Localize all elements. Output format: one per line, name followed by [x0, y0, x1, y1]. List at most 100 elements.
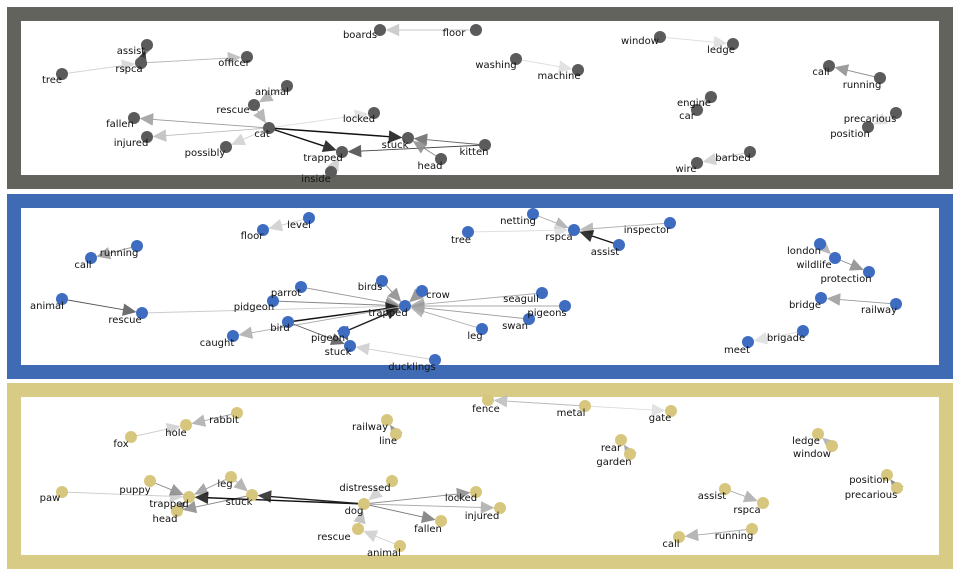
cat-arrowhead-washing-machine: [557, 60, 573, 73]
dog-arrowhead-dog-locked: [456, 487, 471, 501]
dog-label-leg: leg: [217, 479, 232, 490]
dog-node-call: [673, 531, 685, 543]
dog-node-line: [390, 428, 402, 440]
bird-arrowhead-wildlife-protection: [848, 258, 865, 271]
bird-label-rspca: rspca: [545, 232, 572, 243]
bird-node-call: [85, 252, 97, 264]
bird-node-meet: [742, 336, 754, 348]
bird-label-pigeon: pigeon: [311, 333, 345, 344]
cat-arrowhead-head-stuck: [412, 140, 428, 154]
cat-arrowhead-rescue-cat: [253, 108, 267, 124]
bird-node-bridge: [815, 292, 827, 304]
bird-arrowhead-assist-rspca: [579, 230, 595, 243]
cat-label-machine: machine: [538, 71, 581, 82]
bird-edge-railway-bridge: [839, 299, 897, 305]
dog-label-fox: fox: [113, 439, 128, 450]
dog-edge-dog-fallen: [363, 503, 423, 518]
dog-label-ledge: ledge: [792, 436, 820, 447]
dog-node-stuck: [246, 489, 258, 501]
dog-node-assist: [719, 483, 731, 495]
cat-label-head: head: [418, 161, 443, 172]
cat-panel-canvas: [21, 21, 939, 175]
cat-label-animal: animal: [255, 87, 289, 98]
dog-arrowhead-fox-hole: [165, 422, 181, 436]
bird-label-pigeons: pigeons: [527, 308, 566, 319]
dog-node-animal: [394, 540, 406, 552]
dog-panel-canvas: [21, 397, 939, 555]
cat-label-call: call: [812, 67, 829, 78]
bird-node-protection: [863, 266, 875, 278]
bird-node-crow: [416, 285, 428, 297]
dog-label-gate: gate: [649, 413, 672, 424]
dog-node-position: [881, 469, 893, 481]
cat-label-assist: assist: [117, 46, 146, 57]
cat-label-rescue: rescue: [216, 105, 249, 116]
bird-label-stuck: stuck: [325, 347, 352, 358]
bird-label-trapped: trapped: [368, 308, 407, 319]
bird-node-trapped: [399, 300, 411, 312]
dog-label-hole: hole: [165, 428, 186, 439]
dog-label-trapped: trapped: [149, 499, 188, 510]
bird-node-inspector: [664, 217, 676, 229]
bird-node-leg: [476, 323, 488, 335]
dog-label-metal: metal: [557, 408, 586, 419]
bird-edge-bird-stuck: [287, 321, 333, 340]
cat-label-trapped: trapped: [303, 153, 342, 164]
dog-nodes: [56, 394, 903, 552]
dog-label-call: call: [662, 539, 679, 550]
cat-node-trapped: [336, 146, 348, 158]
dog-edge-paw-trapped: [61, 491, 171, 497]
cat-arrowhead-floor-boards: [385, 23, 400, 37]
cat-node-tree: [56, 68, 68, 80]
cat-label-window: window: [621, 36, 659, 47]
bird-label-crow: crow: [426, 290, 450, 301]
dog-label-window: window: [793, 449, 831, 460]
bird-label-swan: swan: [502, 321, 528, 332]
bird-edge-bird-trapped: [287, 307, 387, 323]
bird-label-seagull: seagull: [503, 294, 539, 305]
bird-edge-pidgeon-trapped: [272, 300, 387, 306]
cat-node-rescue: [248, 99, 260, 111]
dog-label-fence: fence: [472, 404, 500, 415]
cat-node-locked: [368, 107, 380, 119]
bird-node-level: [303, 212, 315, 224]
dog-label-distressed: distressed: [339, 483, 390, 494]
dog-node-ledge: [812, 428, 824, 440]
dog-label-rspca: rspca: [733, 505, 760, 516]
cat-label-wire: wire: [675, 164, 696, 175]
dog-label-line: line: [379, 436, 397, 447]
dog-edge-running-call: [697, 528, 753, 536]
bird-node-railway: [890, 298, 902, 310]
bird-node-parrot: [295, 281, 307, 293]
dog-edge-metal-fence: [506, 400, 586, 407]
bird-node-pigeons: [559, 300, 571, 312]
dog-node-window: [826, 440, 838, 452]
dog-node-hole: [180, 419, 192, 431]
bird-node-floor: [257, 224, 269, 236]
dog-node-gate: [665, 405, 677, 417]
bird-node-swan: [523, 313, 535, 325]
bird-node-bird: [282, 316, 294, 328]
bird-node-pigeon: [338, 326, 350, 338]
bird-label-protection: protection: [820, 274, 871, 285]
bird-label-ducklings: ducklings: [388, 362, 435, 373]
cat-label-tree: tree: [42, 75, 62, 86]
dog-arrowhead-metal-gate: [651, 403, 666, 417]
dog-node-metal: [579, 400, 591, 412]
dog-arrowhead-distressed-dog: [368, 486, 383, 501]
cat-arrowhead-cat-injured: [152, 129, 167, 142]
cat-node-washing: [510, 53, 522, 65]
bird-edge-swan-trapped: [423, 307, 530, 320]
cat-label-rspca: rspca: [115, 64, 142, 75]
dog-node-rear: [615, 434, 627, 446]
cat-node-call: [823, 60, 835, 72]
cat-arrowhead-cat-stuck: [388, 130, 403, 143]
bird-node-ducklings: [429, 354, 441, 366]
dog-arrowhead-stuck-head: [182, 500, 198, 514]
dog-label-running: running: [715, 531, 754, 542]
bird-edge-inspector-rspca: [592, 222, 671, 230]
dog-node-rspca: [757, 497, 769, 509]
cat-label-washing: washing: [475, 60, 516, 71]
